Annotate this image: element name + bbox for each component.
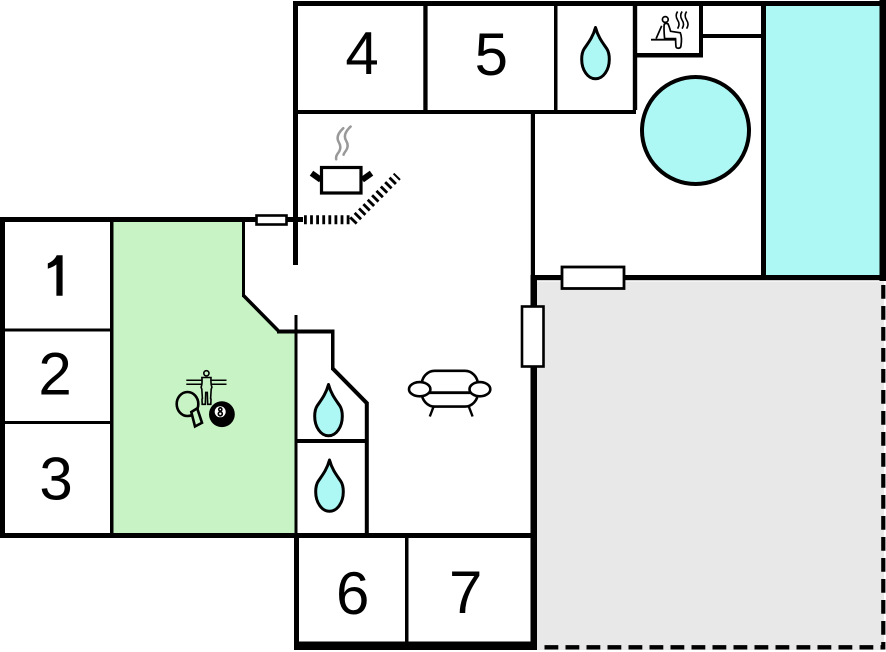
svg-text:5: 5 <box>475 21 508 88</box>
svg-text:3: 3 <box>39 446 72 513</box>
svg-text:2: 2 <box>38 341 71 408</box>
svg-text:7: 7 <box>449 559 482 626</box>
svg-text:4: 4 <box>345 20 378 87</box>
svg-text:6: 6 <box>336 560 369 627</box>
